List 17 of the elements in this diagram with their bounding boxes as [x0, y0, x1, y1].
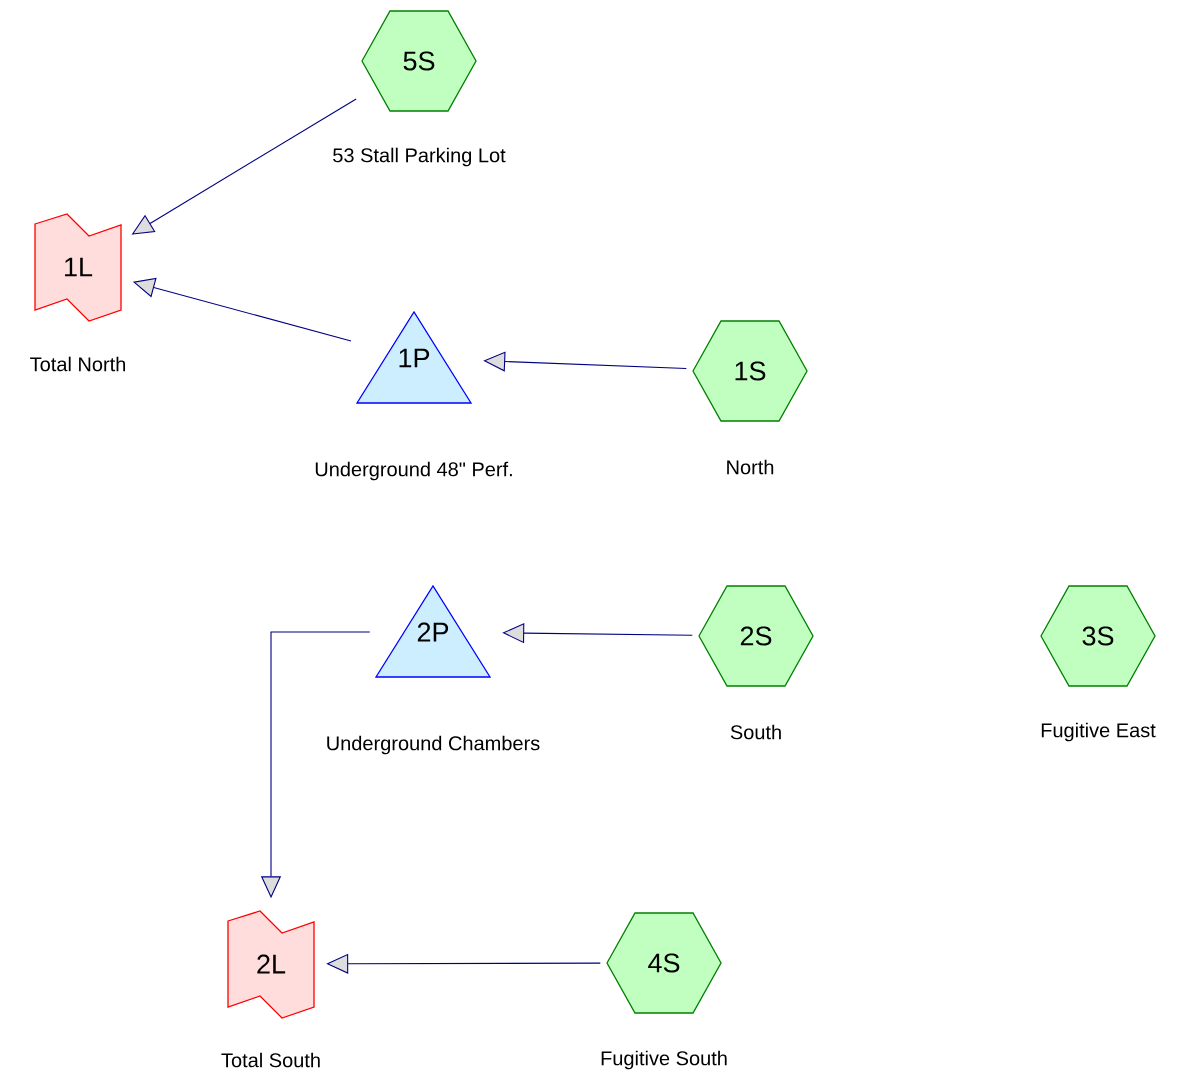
arrow: [483, 351, 687, 372]
node-caption: Underground Chambers: [327, 735, 540, 755]
node-caption: Fugitive East: [1041, 722, 1156, 742]
node-caption: Fugitive South: [601, 1050, 727, 1070]
node-caption: Total North: [30, 356, 126, 372]
node-caption: Total South: [221, 1052, 320, 1068]
node-caption: Underground 48" Perf.: [315, 461, 512, 481]
link-node: 1L: [34, 213, 122, 322]
node-caption: South: [730, 724, 781, 740]
subcatchment-hexagon: 2S: [698, 585, 814, 687]
node-caption: 53 Stall Parking Lot: [333, 147, 506, 167]
link-node: 2L: [227, 910, 315, 1019]
subcatchment-hexagon: 4S: [606, 912, 722, 1014]
subcatchment-hexagon: 1S: [692, 320, 808, 422]
subcatchment-hexagon: 5S: [361, 10, 477, 112]
node-caption: North: [727, 459, 774, 475]
subcatchment-hexagon: 3S: [1040, 585, 1156, 687]
